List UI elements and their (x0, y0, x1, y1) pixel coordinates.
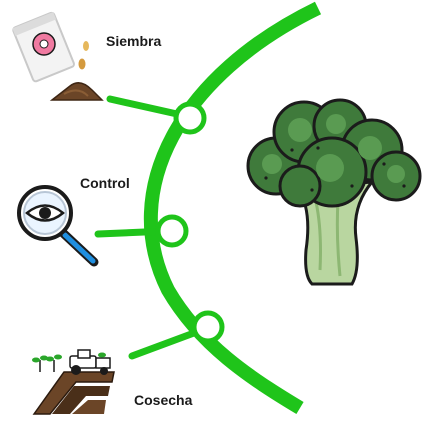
node-siembra (176, 104, 204, 132)
node-cosecha (194, 313, 222, 341)
magnifier-eye-icon (19, 187, 94, 262)
seed-packet-icon (12, 12, 102, 100)
label-cosecha: Cosecha (134, 392, 192, 408)
process-arc (151, 8, 318, 408)
tractor-field-icon (32, 350, 114, 414)
connector-cosecha (132, 330, 202, 356)
node-control (158, 217, 186, 245)
label-control: Control (80, 175, 130, 191)
broccoli-icon (248, 100, 420, 284)
label-siembra: Siembra (106, 33, 161, 49)
